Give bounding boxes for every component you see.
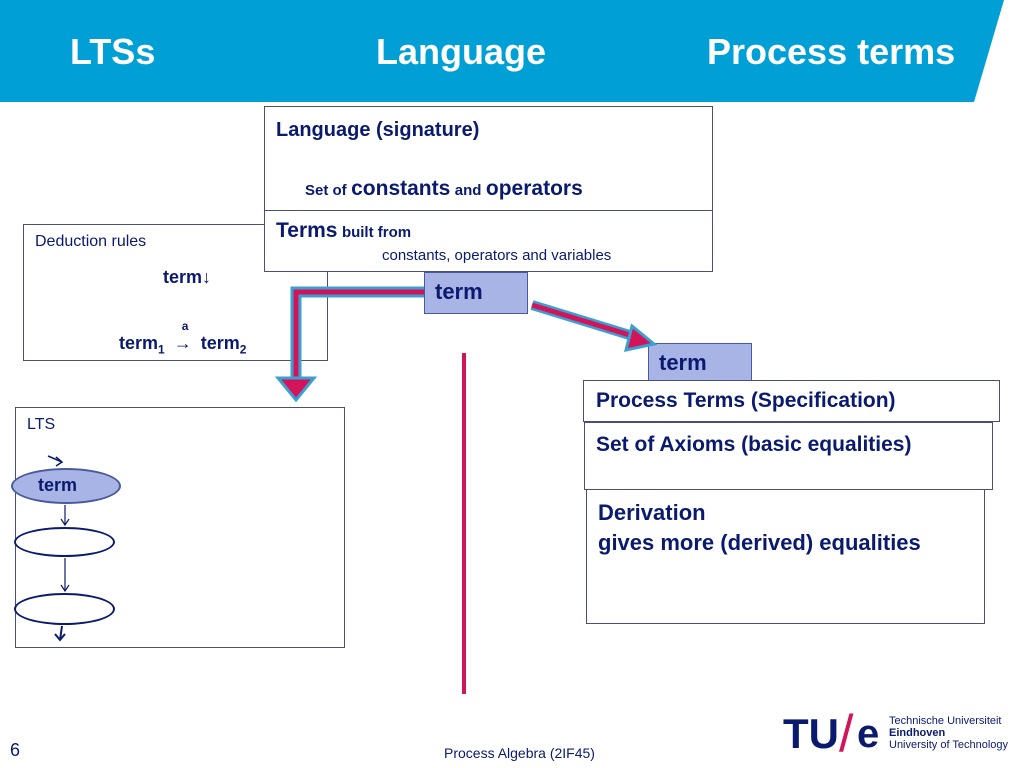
term-to-process-arrow <box>530 300 658 352</box>
term-termination: term↓ <box>163 267 211 288</box>
set-of-text: Set of <box>305 182 347 199</box>
uni-line1: Technische Universiteit <box>889 715 1002 727</box>
lts-state-node-3 <box>14 593 115 625</box>
terms-text: Terms <box>276 219 338 242</box>
constants-text: constants <box>351 177 451 200</box>
set-of-constants-line: Set of constants and operators <box>305 177 583 201</box>
labelled-transition-arrow: a → <box>173 319 192 354</box>
logo-tu: TU <box>783 710 839 757</box>
term1-label: term <box>119 333 159 353</box>
term1-subscript: 1 <box>158 342 165 357</box>
header-language: Language <box>376 31 547 72</box>
action-label-a: a <box>181 319 189 333</box>
lts-start-node-label: term <box>38 475 78 495</box>
term-tag-center: term <box>424 272 528 314</box>
page-number: 6 <box>10 740 21 760</box>
lts-state-node-2 <box>14 527 115 557</box>
uni-line3: University of Technology <box>889 739 1009 751</box>
and-text: and <box>454 182 482 199</box>
transition-rule: term1 a → term2 <box>119 319 247 357</box>
header-process-terms: Process terms <box>707 31 956 72</box>
built-from-text: built from <box>341 224 412 241</box>
uni-line2: Eindhoven <box>889 727 946 739</box>
language-box: Language (signature) Set of constants an… <box>264 106 713 272</box>
lts-title: LTS <box>27 416 56 433</box>
derivation-line2: gives more (derived) equalities <box>598 530 921 555</box>
tue-logo: TU / e Technische Universiteit Eindhoven… <box>783 706 1018 762</box>
term2-label: term <box>200 333 240 353</box>
process-terms-box: Process Terms (Specification) <box>583 380 1000 422</box>
axioms-text: Set of Axioms (basic equalities) <box>596 433 912 456</box>
language-box-divider <box>265 210 712 211</box>
course-title: Process Algebra (2IF45) <box>444 745 595 761</box>
down-arrow-icon: ↓ <box>202 267 212 287</box>
term2-subscript: 2 <box>239 342 247 357</box>
header-ltss: LTSs <box>70 31 156 72</box>
header-banner <box>0 0 1004 102</box>
logo-e: e <box>857 712 880 756</box>
language-signature-title: Language (signature) <box>276 119 480 141</box>
operators-text: operators <box>485 177 583 200</box>
deduction-rules-title: Deduction rules <box>35 233 147 250</box>
lts-start-node: term <box>11 468 121 504</box>
axioms-box: Set of Axioms (basic equalities) <box>584 422 993 490</box>
derivation-line1: Derivation <box>598 500 706 525</box>
logo-slash: / <box>839 705 854 763</box>
derivation-box: Derivation gives more (derived) equaliti… <box>586 487 985 624</box>
term-termination-label: term <box>163 267 203 287</box>
terms-built-from-line: Terms built from <box>276 219 411 243</box>
right-arrow-icon: → <box>173 333 192 353</box>
process-terms-title: Process Terms (Specification) <box>596 389 896 412</box>
built-from-detail: constants, operators and variables <box>382 247 612 264</box>
term-tag-right: term <box>648 343 752 385</box>
